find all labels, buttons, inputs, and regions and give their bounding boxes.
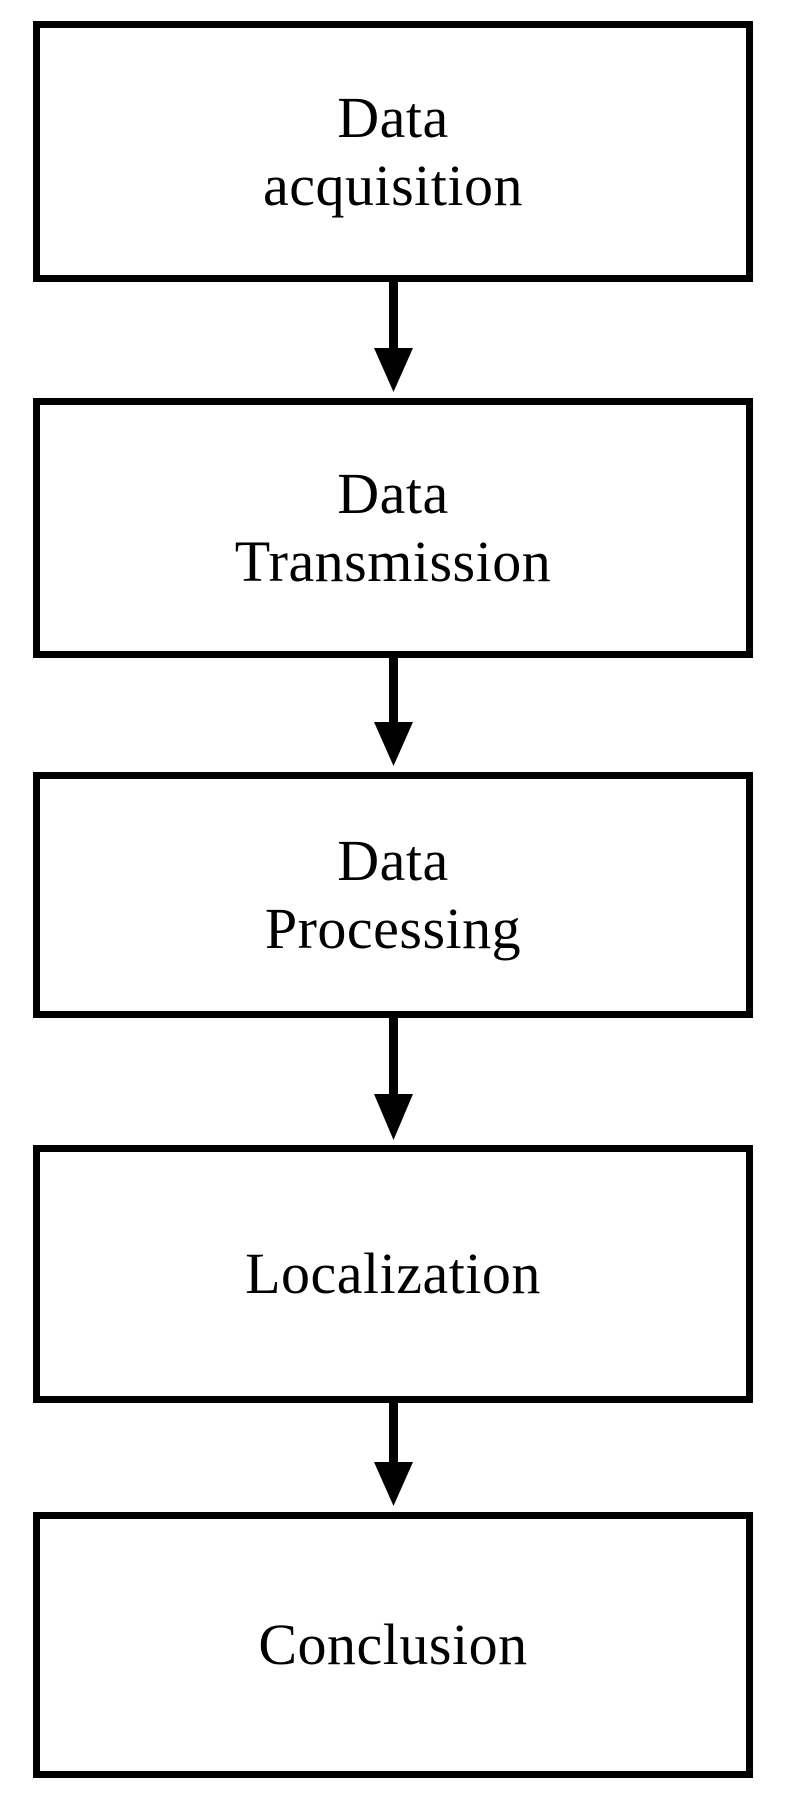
flow-node-label: Localization: [245, 1241, 541, 1307]
flow-node-data-processing[interactable]: Data Processing: [33, 772, 753, 1018]
flow-node-label: Conclusion: [258, 1612, 528, 1678]
flow-node-conclusion[interactable]: Conclusion: [33, 1512, 753, 1778]
flow-arrow-localization-to-conclusion: [0, 1403, 789, 1512]
arrow-down-icon: [374, 282, 413, 392]
flow-node-data-transmission[interactable]: Data Transmission: [33, 398, 753, 658]
flow-node-label: Data Transmission: [234, 461, 552, 594]
flow-node-label: Data acquisition: [262, 84, 523, 218]
arrow-down-icon: [374, 1403, 413, 1506]
flow-node-label: Data Processing: [264, 828, 522, 961]
flow-arrow-data-transmission-to-data-processing: [0, 658, 789, 772]
flow-node-data-acquisition[interactable]: Data acquisition: [33, 21, 753, 282]
flow-arrow-data-acquisition-to-data-transmission: [0, 282, 789, 398]
flow-arrow-data-processing-to-localization: [0, 1018, 789, 1145]
arrow-down-icon: [374, 658, 413, 766]
arrow-down-icon: [374, 1018, 413, 1140]
flow-node-localization[interactable]: Localization: [33, 1145, 753, 1403]
